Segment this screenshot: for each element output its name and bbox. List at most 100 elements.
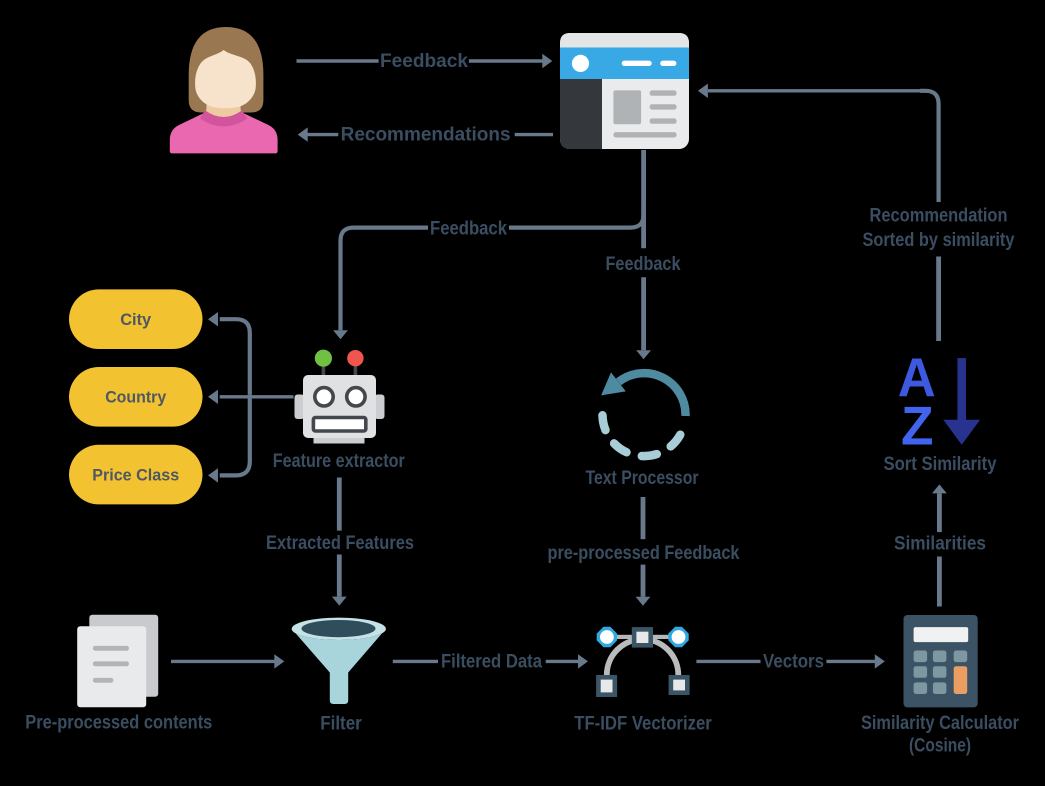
cycle-dash bbox=[637, 449, 662, 461]
feature-pill-city: City bbox=[69, 289, 203, 349]
arrowhead-right-icon bbox=[542, 53, 553, 69]
pill-city-shape bbox=[69, 289, 203, 349]
avatar-face bbox=[195, 50, 256, 109]
edge-feedback-to-processor: Feedback bbox=[606, 150, 681, 360]
browser-content-line bbox=[649, 118, 677, 124]
pill-price-class-shape bbox=[69, 444, 203, 505]
arrowhead-left-icon bbox=[208, 312, 218, 327]
robot-icon bbox=[294, 349, 385, 444]
browser-menu-dash bbox=[660, 60, 677, 66]
edge-recommendations: Recommendations bbox=[297, 125, 553, 146]
edge-feedback-to-extractor: Feedback bbox=[333, 203, 646, 340]
edge-label-feedback-top: Feedback bbox=[380, 51, 468, 72]
pill-country-label: Country bbox=[105, 388, 167, 407]
node-label-tfidf-vectorizer: TF-IDF Vectorizer bbox=[574, 714, 712, 735]
robot-ear-left bbox=[294, 394, 305, 419]
sort-letter-a: A bbox=[898, 346, 936, 408]
bezier-node-center bbox=[671, 630, 686, 644]
robot-chin bbox=[313, 434, 365, 444]
browser-window-icon bbox=[560, 33, 689, 149]
pill-price-class-label: Price Class bbox=[92, 466, 179, 485]
edge-filtered-data: Filtered Data bbox=[392, 651, 588, 672]
cycle-dash bbox=[609, 439, 631, 457]
browser-content-line bbox=[649, 104, 677, 110]
bezier-curve-icon bbox=[596, 626, 690, 697]
arrowhead-right-icon bbox=[874, 654, 885, 669]
feature-pill-country: Country bbox=[69, 367, 203, 427]
avatar-shirt bbox=[169, 113, 278, 154]
arrowhead-down-icon bbox=[331, 596, 347, 606]
sort-arrow-head bbox=[943, 419, 981, 445]
cycle-dash bbox=[598, 411, 610, 435]
calculator-button bbox=[913, 682, 928, 694]
browser-content-line bbox=[649, 90, 677, 96]
edge-label-preprocessed-feedback: pre-processed Feedback bbox=[548, 543, 740, 564]
calculator-button bbox=[932, 682, 947, 694]
browser-home-dot bbox=[571, 54, 590, 72]
user-avatar-icon bbox=[169, 27, 278, 154]
sort-az-icon: A Z bbox=[898, 346, 981, 457]
browser-titlebar bbox=[560, 33, 689, 48]
pill-city-label: City bbox=[120, 310, 152, 329]
documents-icon bbox=[77, 614, 159, 708]
calculator-button-orange bbox=[953, 666, 968, 694]
bezier-node-center bbox=[600, 630, 614, 644]
calculator-icon bbox=[903, 615, 978, 708]
arrowhead-right-icon bbox=[274, 654, 285, 669]
edge-label-feedback-mid: Feedback bbox=[606, 254, 681, 275]
bezier-anchor-square-fill bbox=[600, 679, 613, 693]
arrowhead-down-icon bbox=[635, 596, 651, 606]
funnel-icon bbox=[291, 617, 386, 704]
edge-label-filtered-data: Filtered Data bbox=[441, 651, 542, 672]
node-label-sort-similarity: Sort Similarity bbox=[884, 454, 997, 475]
bezier-anchor-square-fill bbox=[636, 631, 649, 643]
browser-sidebar bbox=[560, 79, 602, 149]
edge-preprocessed-feedback: pre-processed Feedback bbox=[548, 497, 740, 606]
document-front-page bbox=[77, 626, 147, 708]
edge-label-recommendations: Recommendations bbox=[341, 125, 511, 146]
edge-extracted-features: Extracted Features bbox=[266, 477, 414, 606]
edge-vectors: Vectors bbox=[696, 651, 885, 672]
node-label-similarity-calculator: Similarity Calculator bbox=[861, 713, 1020, 734]
robot-ear-right bbox=[374, 394, 385, 419]
funnel-cone bbox=[291, 628, 386, 704]
browser-menu-dash bbox=[621, 60, 652, 66]
edge-label-recommendation-2: Sorted by similarity bbox=[863, 230, 1015, 251]
robot-antenna-ball-red bbox=[347, 350, 364, 367]
browser-content-block bbox=[613, 90, 642, 125]
robot-eye-left bbox=[312, 385, 335, 408]
calculator-display bbox=[913, 627, 969, 643]
cycle-arrowhead bbox=[601, 372, 626, 396]
edge-label-extracted-features: Extracted Features bbox=[266, 533, 414, 554]
edge-recommendation-sorted: Recommendation Sorted by similarity bbox=[697, 83, 1015, 341]
robot-antenna-right bbox=[353, 358, 358, 377]
node-label-text-processor: Text Processor bbox=[586, 468, 699, 489]
arrowhead-left-icon bbox=[297, 127, 308, 142]
cycle-solid-arc bbox=[615, 368, 690, 417]
document-text-line bbox=[92, 661, 129, 667]
refresh-cycle-icon bbox=[598, 368, 690, 461]
document-text-line bbox=[92, 677, 114, 683]
arrowhead-left-icon bbox=[697, 83, 708, 98]
document-text-line bbox=[92, 645, 129, 651]
sort-letter-z: Z bbox=[901, 395, 934, 457]
edge-label-similarities: Similarities bbox=[894, 534, 986, 555]
node-label-preprocessed-contents: Pre-processed contents bbox=[25, 713, 212, 734]
pill-country-shape bbox=[69, 367, 203, 427]
edge-label-feedback-branch: Feedback bbox=[430, 218, 507, 239]
edges: Feedback Recommendations Feedback Feedba… bbox=[171, 51, 1015, 672]
arrowhead-right-icon bbox=[578, 654, 588, 669]
feature-pill-price-class: Price Class bbox=[69, 444, 203, 505]
edge-features-bracket bbox=[208, 312, 294, 483]
arrowhead-up-icon bbox=[932, 484, 947, 494]
sort-arrow-shaft bbox=[957, 358, 966, 422]
robot-antenna-left bbox=[321, 358, 326, 377]
robot-eye-right bbox=[344, 385, 367, 408]
node-label-filter: Filter bbox=[320, 714, 362, 735]
calculator-button bbox=[953, 650, 968, 663]
cycle-dash bbox=[666, 430, 685, 451]
browser-content-line bbox=[613, 132, 677, 138]
node-label-cosine: (Cosine) bbox=[909, 736, 971, 757]
